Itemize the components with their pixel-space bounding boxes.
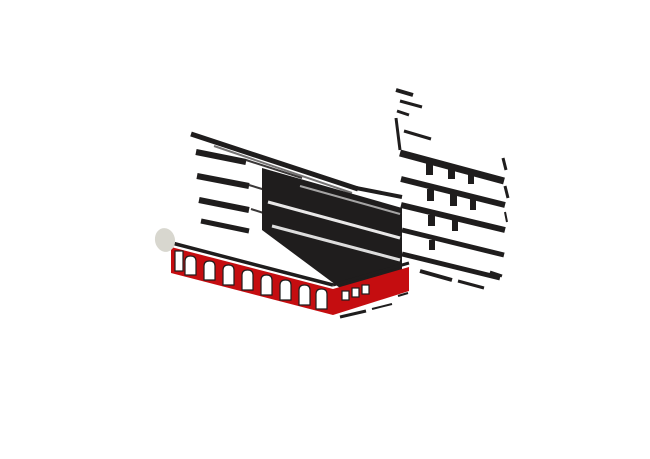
- edge-mark: [501, 157, 508, 171]
- floor-gap: [267, 200, 401, 240]
- window-mark: [448, 167, 455, 179]
- floor-band: [400, 202, 506, 233]
- ground-mark: [371, 303, 393, 310]
- arch-opening: [203, 260, 216, 281]
- arch-opening: [222, 264, 235, 286]
- ground-mark: [489, 270, 503, 278]
- fascia-left: [171, 241, 334, 287]
- arch-opening: [260, 274, 273, 296]
- sketch-stroke: [395, 88, 414, 97]
- shadow-mass: [262, 168, 402, 288]
- wing-roofline: [355, 186, 403, 199]
- floor-band: [400, 176, 506, 208]
- sketch-stroke: [399, 99, 423, 109]
- ground-mark: [339, 309, 367, 319]
- floor-gap: [299, 185, 401, 215]
- floor-band: [401, 227, 505, 258]
- right-wing: [399, 149, 510, 290]
- storefront: [171, 241, 410, 319]
- window-slit: [351, 287, 360, 298]
- storefront-band-right: [333, 267, 409, 315]
- window-mark: [426, 162, 433, 175]
- window-mark: [428, 215, 435, 226]
- floor-band: [196, 173, 250, 189]
- floor-band: [195, 149, 247, 165]
- window-mark: [468, 172, 474, 184]
- left-facade: [190, 131, 359, 234]
- floor-gap: [271, 224, 401, 262]
- floor-band: [200, 218, 250, 234]
- corner-mass: [262, 168, 403, 288]
- ground-mark: [397, 292, 409, 297]
- floor-line: [245, 159, 303, 179]
- window-slit: [341, 290, 350, 301]
- gray-blob: [154, 228, 176, 252]
- arch-opening: [298, 284, 311, 306]
- edge-mark: [503, 185, 510, 199]
- window-mark: [470, 199, 476, 210]
- sketch-stroke: [394, 117, 402, 151]
- window-mark: [452, 220, 458, 231]
- floor-band: [401, 251, 501, 281]
- edge-mark: [504, 211, 508, 223]
- storefront-door: [174, 250, 184, 272]
- roofline-echo: [213, 145, 353, 194]
- floor-band: [198, 197, 250, 213]
- window-mark: [427, 189, 434, 201]
- window-mark: [450, 194, 457, 206]
- roofline: [190, 131, 359, 192]
- arch-opening: [184, 255, 197, 276]
- sketch-stroke: [403, 129, 432, 141]
- fascia-right: [332, 261, 410, 287]
- ground-mark: [457, 279, 485, 290]
- arch-opening: [279, 279, 292, 301]
- sketch-stroke: [396, 109, 410, 117]
- window-mark: [429, 240, 435, 250]
- ground-mark: [419, 269, 453, 282]
- arch-opening: [315, 288, 328, 310]
- roof-marks: [394, 88, 432, 151]
- window-slit: [361, 284, 370, 295]
- arch-opening: [241, 269, 254, 291]
